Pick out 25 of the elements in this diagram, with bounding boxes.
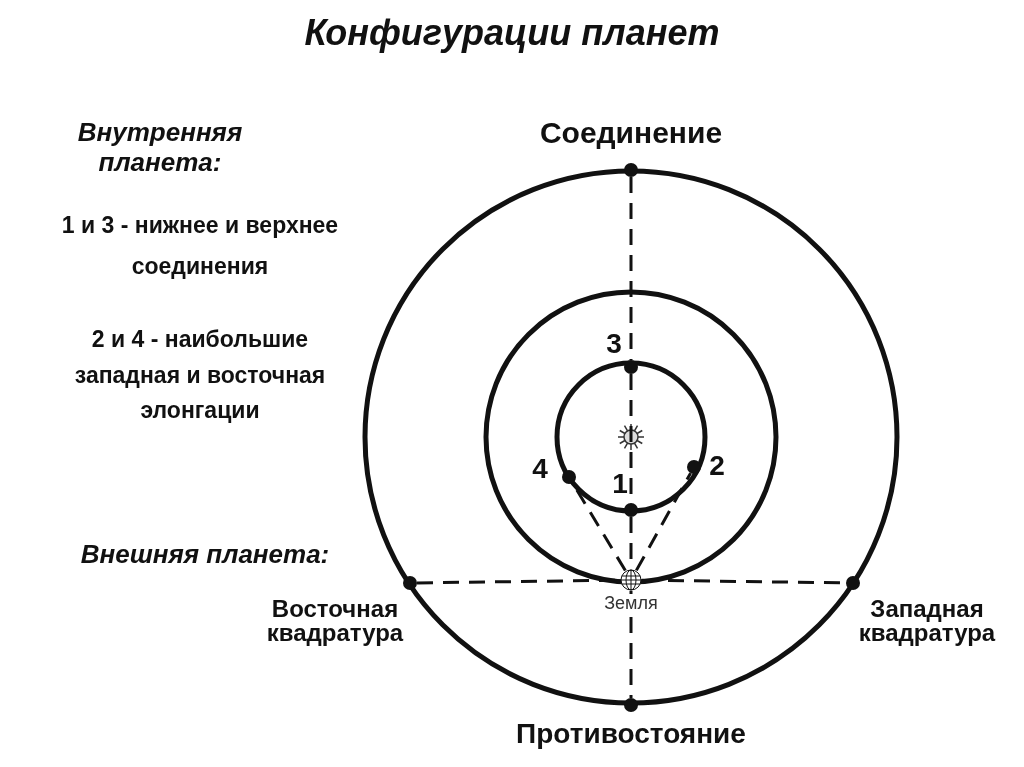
point-dot [624, 698, 638, 712]
position-number: 1 [611, 470, 629, 498]
point-dot [624, 163, 638, 177]
dashed-line [635, 472, 692, 572]
position-label: Соединение [538, 118, 724, 148]
point-dot [687, 460, 701, 474]
section-heading: Внешняя планета: [79, 540, 331, 570]
position-label: Западная квадратура [857, 597, 997, 645]
point-dot [846, 576, 860, 590]
point-dot [624, 360, 638, 374]
dashed-line [629, 591, 633, 698]
point-dot [624, 503, 638, 517]
point-dot [562, 470, 576, 484]
section-heading: Внутренняя планета: [76, 118, 244, 178]
dashed-line [629, 177, 633, 360]
position-number: 4 [531, 455, 549, 483]
position-number: 3 [605, 330, 623, 358]
globe-icon [620, 569, 642, 591]
position-number: 2 [708, 452, 726, 480]
point-dot [403, 576, 417, 590]
title: Конфигурации планет [303, 12, 721, 54]
note-text: 1 и 3 - нижнее и верхнее соединения [60, 211, 340, 282]
position-label: Противостояние [515, 720, 747, 748]
note-text: 2 и 4 - наибольшие западная и восточная элонгации [73, 325, 327, 426]
position-label: Восточная квадратура [265, 597, 405, 645]
